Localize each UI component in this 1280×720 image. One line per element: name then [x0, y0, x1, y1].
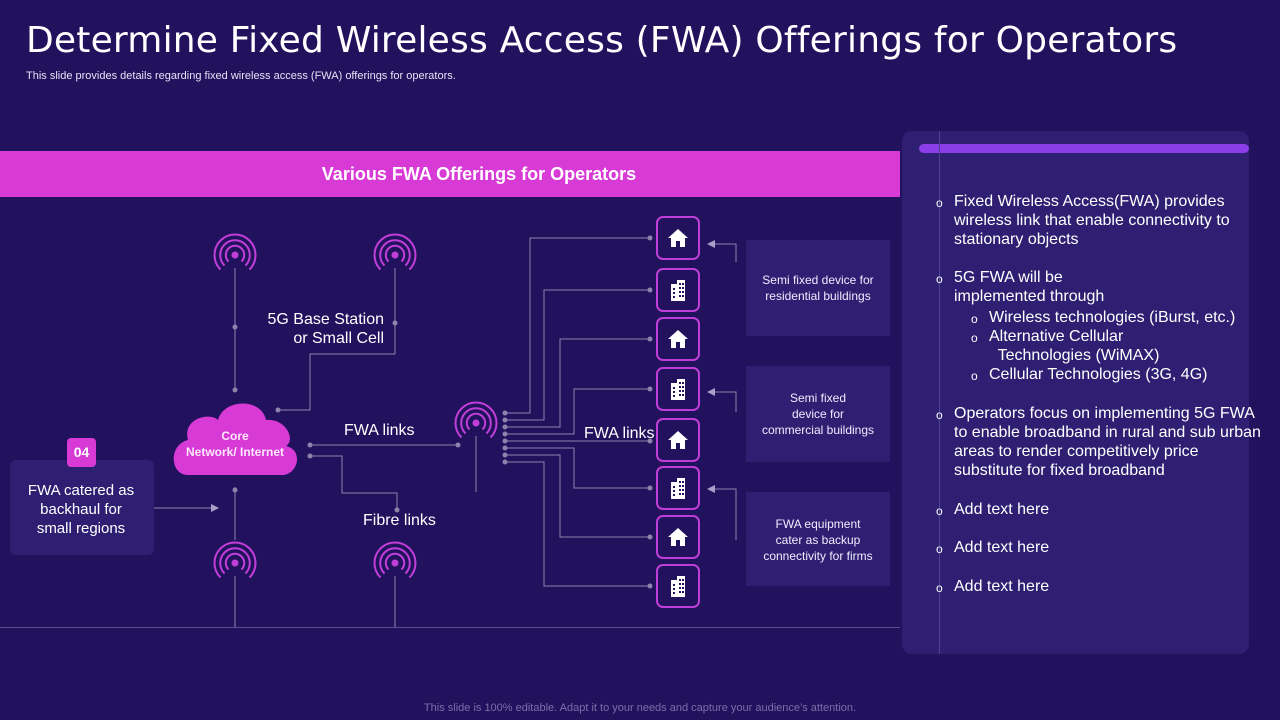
info-item: Add text here: [954, 501, 1050, 518]
building-icon: [658, 566, 697, 605]
description-box-residential: Semi fixed device for residential buildi…: [746, 240, 890, 336]
antenna-icon-bottom-left: [213, 541, 257, 579]
bullet-icon: o: [971, 331, 978, 345]
info-panel: [902, 131, 1249, 654]
antenna-icon-top-left: [213, 233, 257, 271]
home-icon: [658, 517, 697, 556]
fwa-links-label-right: FWA links: [584, 425, 655, 442]
info-subitem: Cellular Technologies (3G, 4G): [989, 366, 1208, 383]
building-icon: [658, 369, 697, 408]
cloud-icon: [173, 403, 298, 475]
building-icon: [658, 270, 697, 309]
backhaul-label: FWA catered as backhaul for small region…: [27, 482, 135, 537]
description-residential: Semi fixed device for residential buildi…: [762, 273, 874, 303]
building-tile: [656, 317, 700, 361]
info-panel-divider: [939, 131, 940, 654]
bullet-icon: o: [936, 272, 943, 286]
info-item: Add text here: [954, 578, 1050, 595]
page-subtitle: This slide provides details regarding fi…: [26, 70, 456, 82]
info-item: Fixed Wireless Access(FWA) provides wire…: [954, 193, 1230, 248]
bullet-icon: o: [936, 542, 943, 556]
bullet-icon: o: [936, 504, 943, 518]
bullet-icon: o: [971, 312, 978, 326]
footer-note: This slide is 100% editable. Adapt it to…: [423, 702, 857, 714]
description-backup: FWA equipment cater as backup connectivi…: [763, 517, 873, 563]
building-tile: [656, 564, 700, 608]
fwa-links-label-left: FWA links: [344, 422, 415, 439]
base-station-label: 5G Base Station or Small Cell: [267, 311, 384, 347]
antenna-icon-hub: [454, 401, 498, 439]
number-badge: 04: [67, 438, 96, 467]
fibre-links-label: Fibre links: [363, 512, 436, 529]
description-commercial: Semi fixed device for commercial buildin…: [761, 391, 875, 437]
bullet-icon: o: [936, 196, 943, 210]
bullet-icon: o: [936, 581, 943, 595]
description-box-commercial: Semi fixed device for commercial buildin…: [746, 366, 890, 462]
info-panel-accent-bar: [919, 144, 1249, 153]
section-banner: Various FWA Offerings for Operators: [0, 151, 900, 197]
building-tile: [656, 268, 700, 312]
page-title: Determine Fixed Wireless Access (FWA) Of…: [26, 20, 1178, 61]
building-tile: [656, 466, 700, 510]
bullet-icon: o: [971, 369, 978, 383]
home-icon: [658, 420, 697, 459]
info-item: Add text here: [954, 539, 1050, 556]
description-box-backup: FWA equipment cater as backup connectivi…: [746, 492, 890, 586]
building-tile: [656, 367, 700, 411]
info-item: 5G FWA will be implemented through: [954, 269, 1105, 305]
info-item: Operators focus on implementing 5G FWA t…: [954, 405, 1261, 479]
antenna-icon-bottom-right: [373, 541, 417, 579]
ground-line: [0, 627, 900, 628]
building-tile: [656, 418, 700, 462]
core-network-label: Core Network/ Internet: [185, 429, 284, 459]
info-subitem: Alternative Cellular Technologies (WiMAX…: [989, 328, 1160, 364]
backhaul-card: [10, 460, 154, 555]
home-icon: [658, 218, 697, 257]
building-tile: [656, 216, 700, 260]
antenna-icon-top-right: [373, 233, 417, 271]
bullet-icon: o: [936, 408, 943, 422]
info-subitem: Wireless technologies (iBurst, etc.): [989, 309, 1236, 326]
building-icon: [658, 468, 697, 507]
building-tile: [656, 515, 700, 559]
banner-title: Various FWA Offerings for Operators: [321, 164, 637, 184]
home-icon: [658, 319, 697, 358]
